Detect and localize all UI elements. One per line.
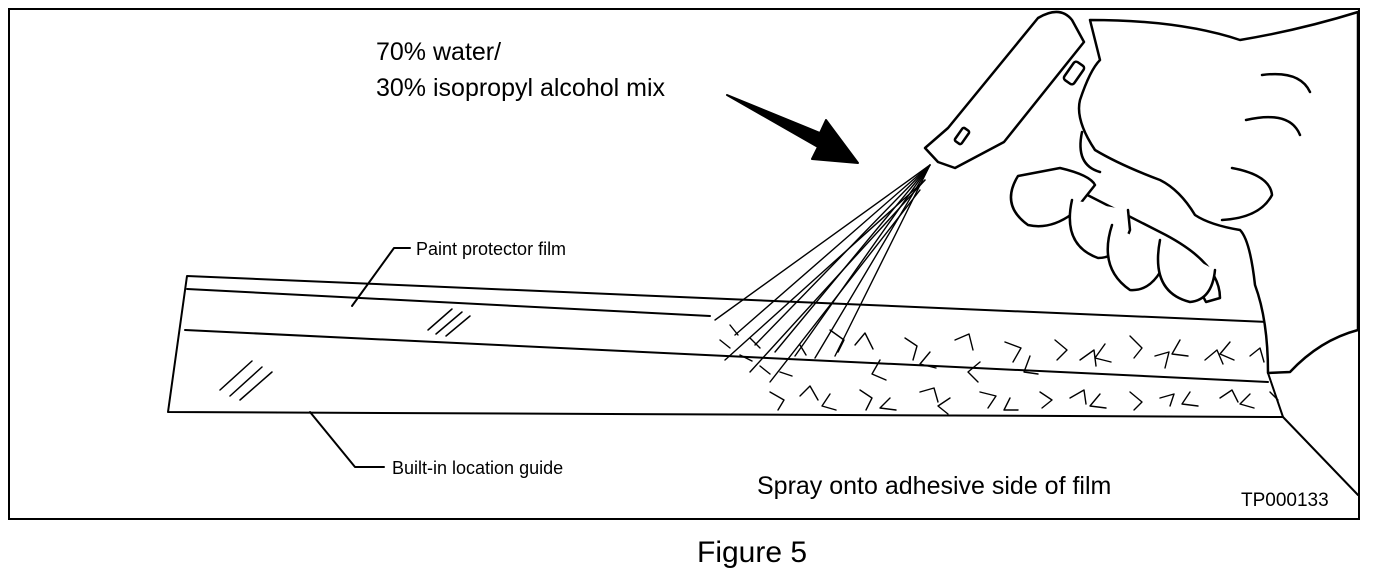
glare-marks [219,308,471,401]
film-guide-line [184,329,1269,383]
film-top-edge-line [186,288,711,317]
guide-label: Built-in location guide [392,458,564,478]
paint-protector-film [167,275,1359,496]
spray-mist [714,164,931,383]
adhesive-texture [769,329,1279,415]
film-label: Paint protector film [416,239,567,259]
film-leader-line [351,247,411,307]
mix-label-line2: 30% isopropyl alcohol mix [376,74,666,102]
hand-icon [1009,10,1360,375]
mix-label-line1: 70% water/ [376,38,502,66]
figure-code-label: TP000133 [1241,490,1329,511]
film-surface-line [1282,416,1359,496]
spray-instruction-label: Spray onto adhesive side of film [757,472,1112,500]
guide-leader-line [309,411,385,468]
figure-caption: Figure 5 [697,536,808,569]
pointer-arrow-icon [726,94,859,164]
